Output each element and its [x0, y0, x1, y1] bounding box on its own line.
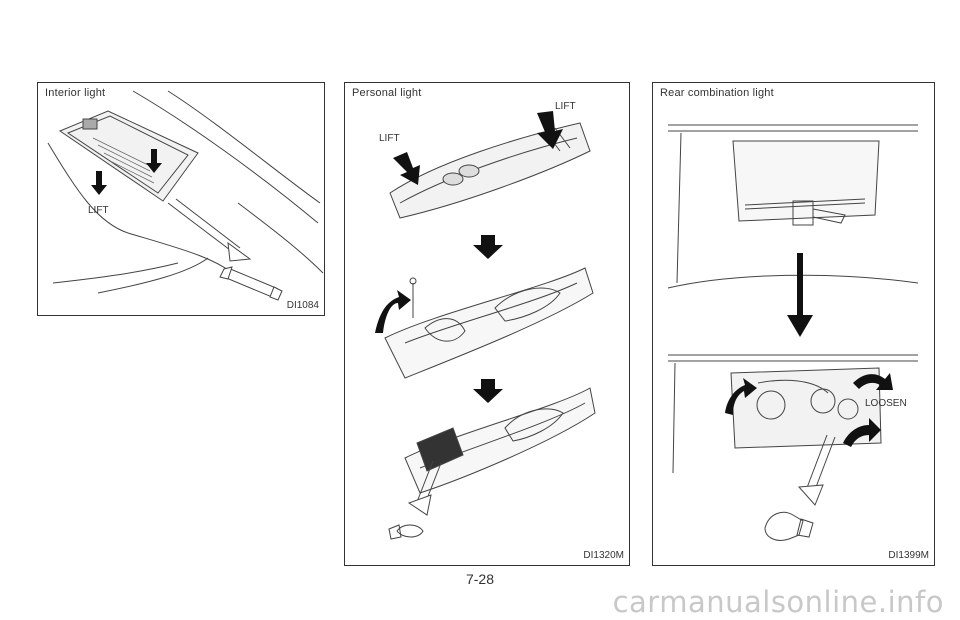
personal-light-illustration [375, 111, 596, 540]
figure-code: DI1399M [888, 550, 929, 561]
panel-title: Interior light [45, 87, 106, 99]
panel-title: Personal light [352, 87, 422, 99]
interior-light-illustration [47, 90, 324, 301]
personal-light-figure: Personal light LIFT LIFT DI1320M [344, 82, 630, 566]
panel-title: Rear combination light [660, 87, 774, 99]
watermark-text: carmanualsonline.info [612, 585, 944, 619]
lift-label-right: LIFT [555, 101, 576, 112]
figure-code: DI1320M [583, 550, 624, 561]
page-number: 7-28 [465, 571, 495, 587]
rear-combination-light-illustration [667, 124, 919, 541]
figure-code: DI1084 [286, 300, 319, 311]
loosen-label: LOOSEN [865, 398, 907, 409]
interior-light-figure: Interior light LIFT DI1084 [37, 82, 325, 316]
lift-label: LIFT [88, 205, 109, 216]
rear-combination-light-figure: Rear combination light LOOSEN DI1399M [652, 82, 935, 566]
lift-label-left: LIFT [379, 133, 400, 144]
